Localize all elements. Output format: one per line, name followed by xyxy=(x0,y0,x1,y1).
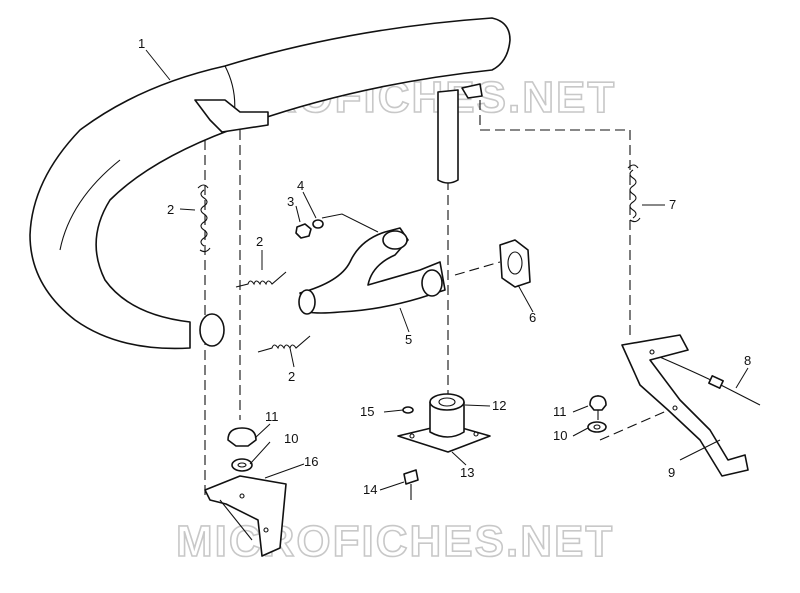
washer-part-10-right xyxy=(587,421,607,433)
callout-8: 8 xyxy=(744,353,751,368)
callout-13: 13 xyxy=(460,465,474,480)
muffler-part-1 xyxy=(29,17,511,350)
callout-1: 1 xyxy=(138,36,145,51)
callout-numbers: 1 2 2 2 3 4 5 6 7 8 9 10 10 11 11 12 13 … xyxy=(138,36,751,497)
stud-part-14 xyxy=(403,469,419,500)
spring-part-2-c xyxy=(257,335,311,353)
washer-part-15 xyxy=(402,406,414,414)
callout-6: 6 xyxy=(529,310,536,325)
spring-part-2-a xyxy=(197,184,211,253)
callout-16: 16 xyxy=(304,454,318,469)
callout-2a: 2 xyxy=(167,202,174,217)
bracket-part-16 xyxy=(204,475,287,557)
alignment-lines xyxy=(204,100,681,500)
spring-part-7 xyxy=(627,164,641,223)
bracket-part-9 xyxy=(621,334,749,477)
callout-5: 5 xyxy=(405,332,412,347)
watermark-bottom: MICROFICHES.NET xyxy=(176,517,614,566)
leader-lines xyxy=(145,49,749,491)
callout-3: 3 xyxy=(287,194,294,209)
washer-part-4 xyxy=(312,219,324,229)
y-pipe-part-5 xyxy=(298,227,446,315)
cable-part-8 xyxy=(654,354,761,406)
callout-2b: 2 xyxy=(256,234,263,249)
callout-7: 7 xyxy=(669,197,676,212)
nut-part-3 xyxy=(295,223,312,239)
callout-2c: 2 xyxy=(288,369,295,384)
grommet-part-11-right xyxy=(589,395,607,411)
callout-15: 15 xyxy=(360,404,374,419)
callout-11a: 11 xyxy=(265,409,279,424)
spring-part-2-b xyxy=(235,271,287,288)
mount-part-12 xyxy=(429,393,465,438)
callout-9: 9 xyxy=(668,465,675,480)
callout-4: 4 xyxy=(297,178,304,193)
callout-10a: 10 xyxy=(284,431,298,446)
callout-11b: 11 xyxy=(553,404,567,419)
callout-14: 14 xyxy=(363,482,377,497)
washer-part-10-left xyxy=(231,458,253,472)
callout-10b: 10 xyxy=(553,428,567,443)
callout-12: 12 xyxy=(492,398,506,413)
grommet-part-11-left xyxy=(227,427,257,447)
gasket-part-6 xyxy=(499,239,531,288)
